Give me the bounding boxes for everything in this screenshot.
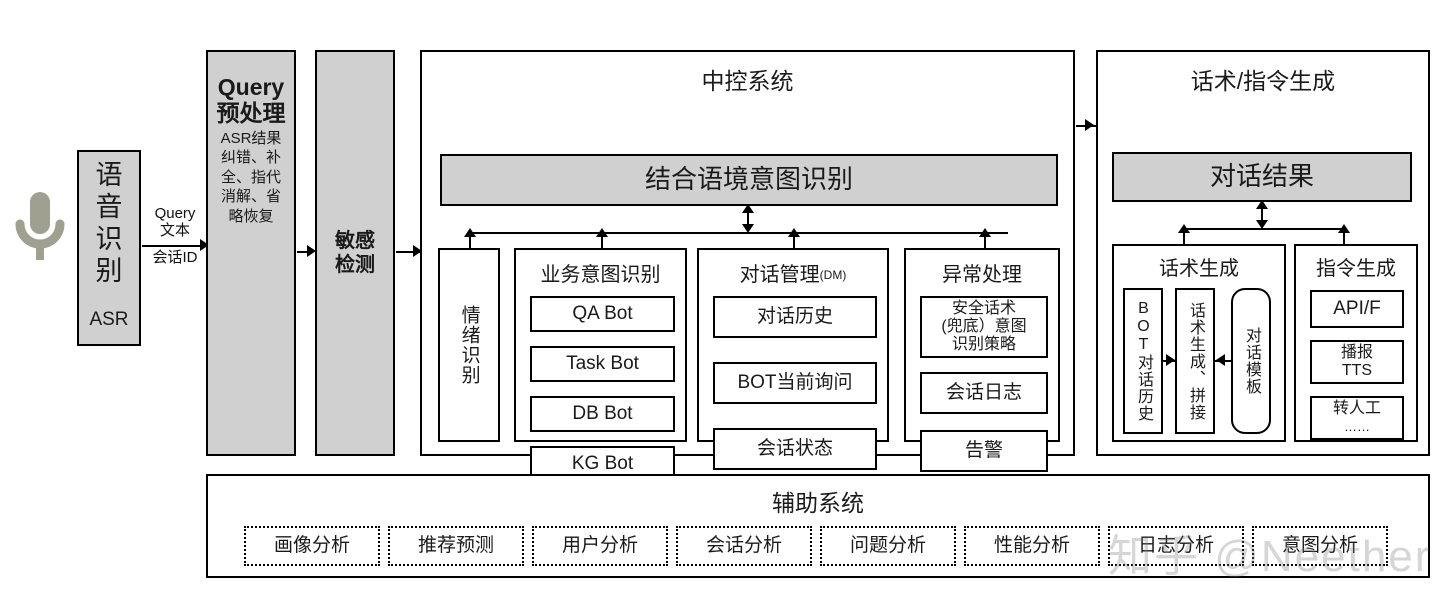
- aux-item-performance-analysis[interactable]: 性能分析: [964, 526, 1100, 566]
- exception-item-alarm[interactable]: 告警: [920, 430, 1048, 472]
- generation-panel: 话术/指令生成 对话结果 话术生成 BOT对话历史 话术生成、拼接 对话模板: [1096, 50, 1430, 456]
- gen-bus-branch-1-arrow: [1178, 224, 1190, 233]
- exception-handling-title: 异常处理: [942, 264, 1022, 286]
- central-control-title: 中控系统: [701, 68, 794, 94]
- script-generation-title: 话术生成: [1159, 258, 1239, 280]
- aux-item-issue-analysis[interactable]: 问题分析: [820, 526, 956, 566]
- bot-item-task[interactable]: Task Bot: [530, 346, 675, 382]
- aux-item-portrait-analysis[interactable]: 画像分析: [244, 526, 380, 566]
- script-generation-group: 话术生成 BOT对话历史 话术生成、拼接 对话模板: [1112, 244, 1286, 442]
- gen-bus-branch-1: [1183, 228, 1185, 246]
- dialog-management-title: 对话管理(DM): [739, 264, 847, 286]
- asr-to-query-line: [142, 245, 206, 247]
- aux-item-session-analysis[interactable]: 会话分析: [676, 526, 812, 566]
- dialog-item-current-query[interactable]: BOT当前询问: [713, 362, 877, 404]
- business-intent-title: 业务意图识别: [540, 264, 661, 286]
- auxiliary-system-panel: 辅助系统 画像分析 推荐预测 用户分析 会话分析 问题分析 性能分析 日志分析 …: [206, 474, 1430, 578]
- bus-branch-4: [984, 232, 986, 250]
- gen-bus-stem-arrow-down: [1256, 220, 1268, 229]
- emotion-recognition-label: 情绪识别: [458, 305, 480, 385]
- bus-branch-1: [469, 232, 471, 250]
- edge-label-session-id: 会话ID: [152, 249, 198, 266]
- asr-box[interactable]: 语音识别 ASR: [77, 150, 141, 346]
- dialog-item-session-state[interactable]: 会话状态: [713, 428, 877, 470]
- sensitive-detection-label: 敏感检测: [335, 230, 375, 276]
- generation-title: 话术/指令生成: [1190, 68, 1336, 94]
- bot-item-db[interactable]: DB Bot: [530, 396, 675, 432]
- business-intent-group: 业务意图识别 QA Bot Task Bot DB Bot KG Bot: [514, 248, 687, 482]
- script-arrow-right-head: [1166, 354, 1175, 366]
- query-preprocess-body: ASR结果纠错、补全、指代消解、省略恢复: [220, 129, 282, 225]
- script-item-bot-history[interactable]: BOT对话历史: [1123, 288, 1163, 434]
- script-item-generate-concat[interactable]: 话术生成、拼接: [1175, 288, 1215, 434]
- dialog-management-group: 对话管理(DM) 对话历史 BOT当前询问 会话状态: [697, 248, 889, 470]
- context-intent-banner[interactable]: 结合语境意图识别: [440, 154, 1058, 206]
- script-item-dialog-template[interactable]: 对话模板: [1231, 288, 1271, 434]
- central-to-generation-arrowhead: [1085, 119, 1094, 131]
- microphone-icon: [8, 186, 72, 278]
- exception-item-safe-script[interactable]: 安全话术(兜底）意图识别策略: [920, 296, 1048, 358]
- command-generation-title: 指令生成: [1316, 258, 1396, 280]
- gen-bus-branch-2: [1343, 228, 1345, 246]
- aux-item-intent-analysis[interactable]: 意图分析: [1252, 526, 1388, 566]
- auxiliary-system-title: 辅助系统: [772, 490, 864, 516]
- gen-bus-stem-arrow-up: [1256, 200, 1268, 209]
- aux-item-recommendation-prediction[interactable]: 推荐预测: [388, 526, 524, 566]
- bus-branch-3-arrow: [788, 228, 800, 237]
- query-to-sensitive-arrowhead: [307, 245, 316, 257]
- exception-handling-group: 异常处理 安全话术(兜底）意图识别策略 会话日志 告警: [904, 248, 1060, 472]
- sensitive-to-central-arrowhead: [413, 245, 422, 257]
- asr-title: 语音识别: [95, 160, 123, 286]
- central-control-panel: 中控系统 结合语境意图识别 情绪识别 业务意图识别 QA Bot Task Bo…: [420, 50, 1075, 482]
- sensitive-to-central-line: [396, 251, 422, 253]
- command-item-api[interactable]: API/F: [1310, 290, 1404, 328]
- bus-stem-arrow-down: [742, 224, 754, 233]
- exception-item-session-log[interactable]: 会话日志: [920, 372, 1048, 414]
- bus-branch-1-arrow: [464, 228, 476, 237]
- sensitive-detection-box[interactable]: 敏感检测: [315, 50, 395, 456]
- bot-item-qa[interactable]: QA Bot: [530, 296, 675, 332]
- bus-branch-2: [601, 232, 603, 250]
- command-item-human-transfer[interactable]: 转人工……: [1310, 396, 1404, 440]
- bus-stem-arrow-up: [742, 204, 754, 213]
- command-item-human-transfer-text: 转人工……: [1332, 400, 1381, 434]
- bus-horizontal: [469, 232, 1008, 234]
- query-to-sensitive-line: [297, 251, 313, 253]
- dialog-result-banner[interactable]: 对话结果: [1112, 152, 1412, 202]
- bus-branch-3: [793, 232, 795, 250]
- bus-stem: [747, 208, 749, 230]
- emotion-recognition-box[interactable]: 情绪识别: [438, 248, 500, 442]
- aux-item-user-analysis[interactable]: 用户分析: [532, 526, 668, 566]
- bus-branch-4-arrow: [979, 228, 991, 237]
- asr-subtitle: ASR: [89, 308, 129, 330]
- dialog-item-history[interactable]: 对话历史: [713, 296, 877, 338]
- gen-bus-horizontal: [1183, 228, 1343, 230]
- asr-to-query-arrowhead: [200, 239, 209, 251]
- gen-bus-stem: [1261, 204, 1263, 226]
- bus-branch-2-arrow: [596, 228, 608, 237]
- script-arrow-left-head: [1216, 354, 1225, 366]
- exception-item-safe-script-text: 安全话术(兜底）意图识别策略: [941, 300, 1027, 353]
- gen-bus-branch-2-arrow: [1338, 224, 1350, 233]
- aux-item-log-analysis[interactable]: 日志分析: [1108, 526, 1244, 566]
